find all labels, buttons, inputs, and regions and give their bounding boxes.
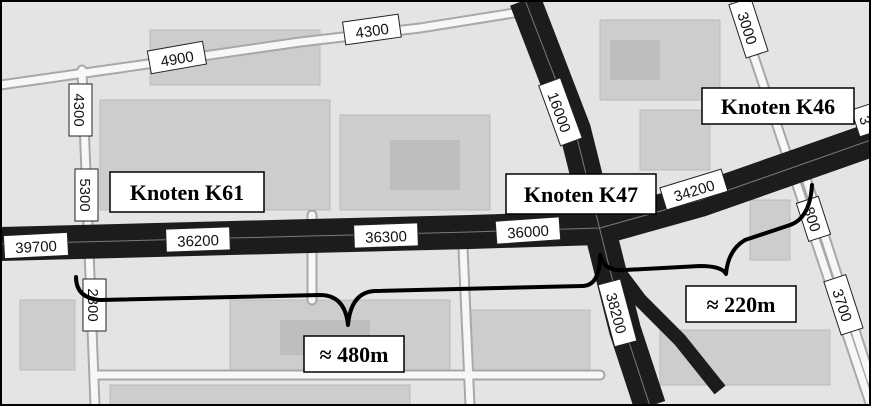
count-bg xyxy=(342,13,402,46)
node-label-k46: Knoten K46 xyxy=(701,87,855,125)
count-bg xyxy=(68,83,93,137)
count-bg xyxy=(795,195,832,243)
node-label-k61: Knoten K61 xyxy=(109,171,265,213)
brace-right xyxy=(598,183,814,276)
block xyxy=(610,40,660,80)
distance-label-right: ≈ 220m xyxy=(685,285,797,323)
distance-label-left: ≈ 480m xyxy=(303,335,405,373)
main-road-junction-ramp xyxy=(593,236,726,395)
count-bg xyxy=(74,168,99,222)
block xyxy=(469,309,591,371)
count-top-4300: 4300 xyxy=(342,13,402,46)
count-bg xyxy=(823,274,864,336)
distance-label-text: ≈ 220m xyxy=(707,292,776,317)
count-text: 39700 xyxy=(15,238,58,257)
node-label-text: Knoten K47 xyxy=(524,182,638,207)
count-bg xyxy=(2,231,70,260)
traffic-count-labels: 4300 4900 4300 5300 2300 39700 36200 36 xyxy=(2,0,871,348)
node-label-bg xyxy=(505,173,657,215)
count-text: 3 xyxy=(855,114,871,127)
count-top-4900: 4900 xyxy=(146,40,208,75)
distance-label-text: ≈ 480m xyxy=(320,342,389,367)
count-bg xyxy=(146,40,208,75)
count-top-right-3000: 3000 xyxy=(728,0,769,59)
count-bg xyxy=(659,168,729,211)
road-middle-2-fill xyxy=(458,221,474,406)
count-bg xyxy=(597,278,638,348)
count-text: 36200 xyxy=(177,232,219,250)
node-label-text: Knoten K61 xyxy=(130,180,244,205)
count-main-39700: 39700 xyxy=(2,231,70,260)
count-text: 4300 xyxy=(70,93,87,126)
count-text: 5300 xyxy=(76,178,93,211)
block xyxy=(639,109,711,171)
count-bg xyxy=(538,77,583,147)
count-text: 36300 xyxy=(365,228,407,246)
count-text: 2300 xyxy=(84,288,101,321)
distance-label-bg xyxy=(685,285,797,323)
count-main-36000: 36000 xyxy=(494,216,562,245)
count-bg xyxy=(353,222,419,249)
count-main-36200: 36200 xyxy=(165,226,231,253)
count-edge-right-partial: 3 xyxy=(850,102,871,138)
block xyxy=(109,384,411,406)
count-bg xyxy=(165,226,231,253)
count-left-bottom-2300: 2300 xyxy=(82,278,107,332)
node-label-text: Knoten K46 xyxy=(721,94,835,119)
count-text: 4300 xyxy=(355,21,390,42)
distance-label-bg xyxy=(303,335,405,373)
count-main-36300: 36300 xyxy=(353,222,419,249)
count-bg xyxy=(494,216,562,245)
count-bg xyxy=(82,278,107,332)
block xyxy=(390,140,460,190)
node-label-bg xyxy=(701,87,855,125)
count-text: 36000 xyxy=(507,223,550,243)
count-left-vertical-5300: 5300 xyxy=(74,168,99,222)
count-text: 4900 xyxy=(159,48,195,71)
node-label-k47: Knoten K47 xyxy=(505,173,657,215)
block xyxy=(19,299,76,371)
count-right-vertical-3700: 3700 xyxy=(823,274,864,336)
distance-braces xyxy=(74,183,814,327)
count-left-vertical-4300: 4300 xyxy=(68,83,93,137)
node-label-bg xyxy=(109,171,265,213)
brace-left xyxy=(74,253,602,327)
